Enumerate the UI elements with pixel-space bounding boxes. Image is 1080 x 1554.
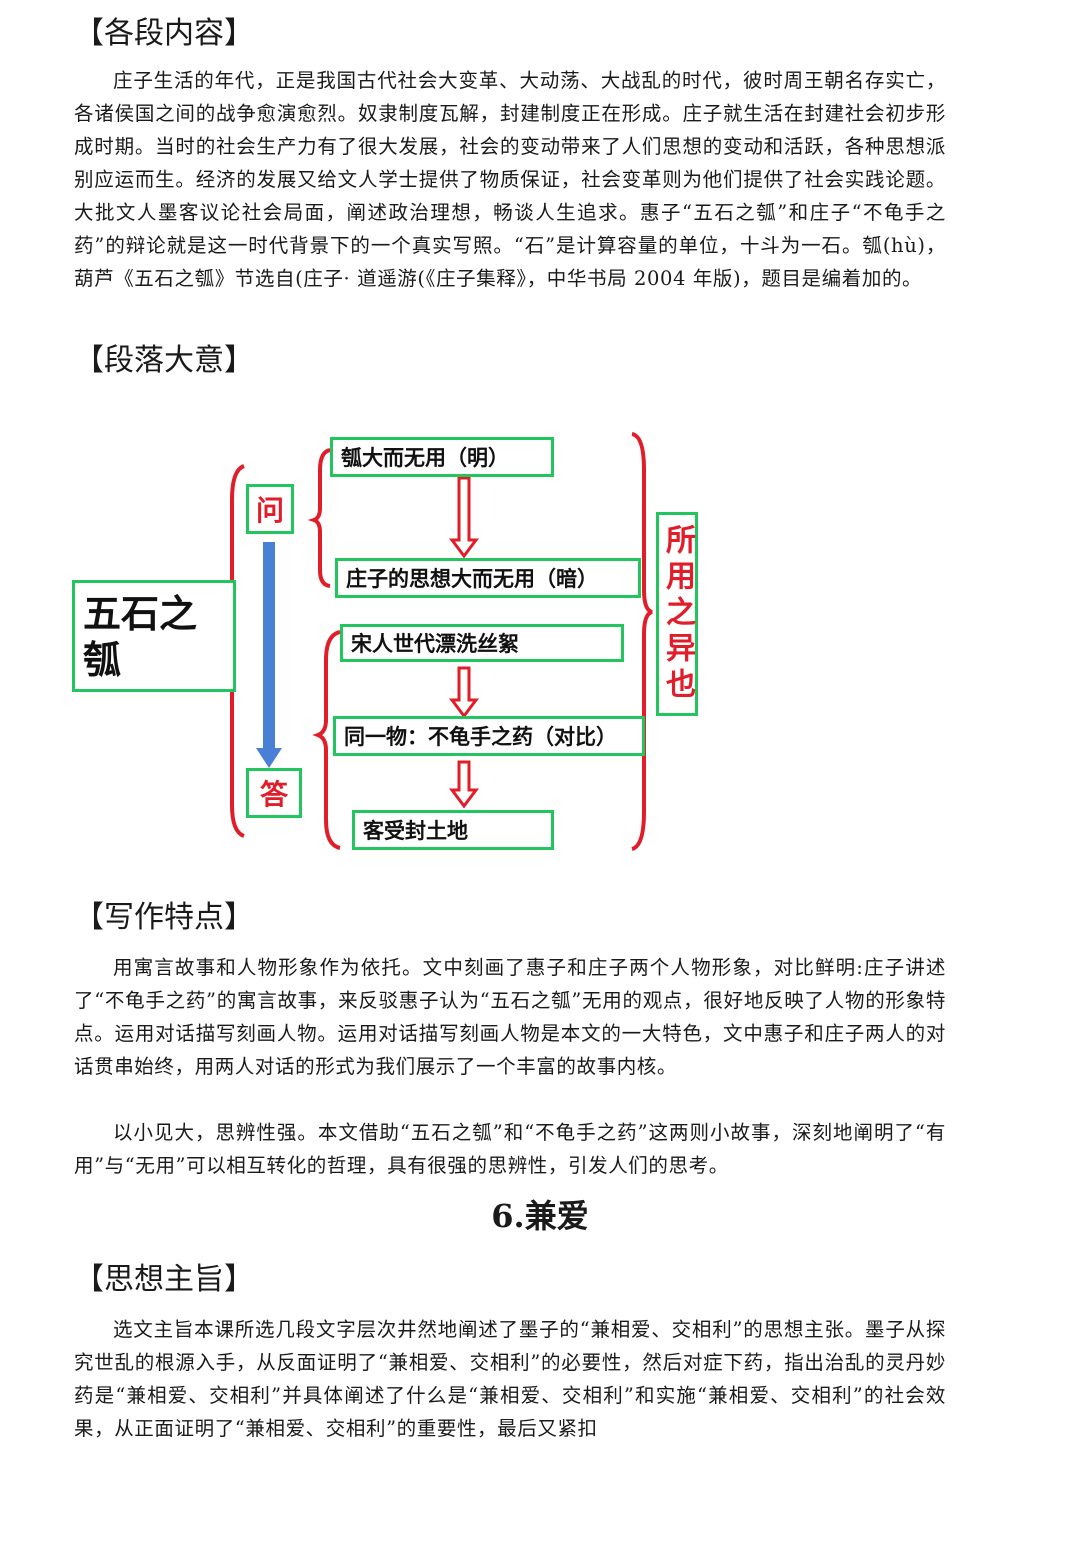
writing-paragraph-2: 以小见大，思辨性强。本文借助“五石之瓠”和“不龟手之药”这两则小故事，深刻地阐明… [74, 1121, 946, 1177]
right-label-text: 所用之异也 [660, 524, 695, 704]
theme-heading: 【思想主旨】 [74, 1262, 254, 1297]
red-arrow-2 [449, 666, 479, 719]
root-node: 五石之瓠 [72, 580, 236, 692]
content-heading: 【各段内容】 [74, 16, 254, 51]
lesson-title: 6.兼爱 [491, 1197, 589, 1235]
red-arrow-1 [449, 476, 479, 559]
right-label: 所用之异也 [656, 512, 698, 716]
answer-label: 答 [246, 768, 302, 818]
ask-label: 问 [246, 484, 294, 534]
answer-brace [312, 630, 341, 850]
node-same-remedy: 同一物：不龟手之药（对比） [333, 716, 645, 756]
red-arrow-3 [449, 760, 479, 809]
summary-heading: 【段落大意】 [74, 343, 254, 378]
right-brace [631, 432, 653, 851]
node-gourd-useless: 瓠大而无用（明） [330, 437, 554, 477]
blue-arrow-shaft [263, 542, 275, 752]
node-guest-fief: 客受封土地 [352, 810, 554, 850]
writing-heading: 【写作特点】 [74, 900, 254, 935]
theme-paragraph: 选文主旨本课所选几段文字层次井然地阐述了墨子的“兼相爱、交相利”的思想主张。墨子… [74, 1318, 946, 1440]
blue-arrow-head [256, 748, 282, 768]
node-zhuangzi-thought: 庄子的思想大而无用（暗） [335, 558, 641, 598]
writing-paragraph-1: 用寓言故事和人物形象作为依托。文中刻画了惠子和庄子两个人物形象，对比鲜明:庄子讲… [74, 956, 946, 1078]
node-song-family: 宋人世代漂洗丝絮 [340, 624, 624, 662]
ask-brace [307, 448, 331, 588]
content-paragraph: 庄子生活的年代，正是我国古代社会大变革、大动荡、大战乱的时代，彼时周王朝名存实亡… [74, 69, 946, 290]
